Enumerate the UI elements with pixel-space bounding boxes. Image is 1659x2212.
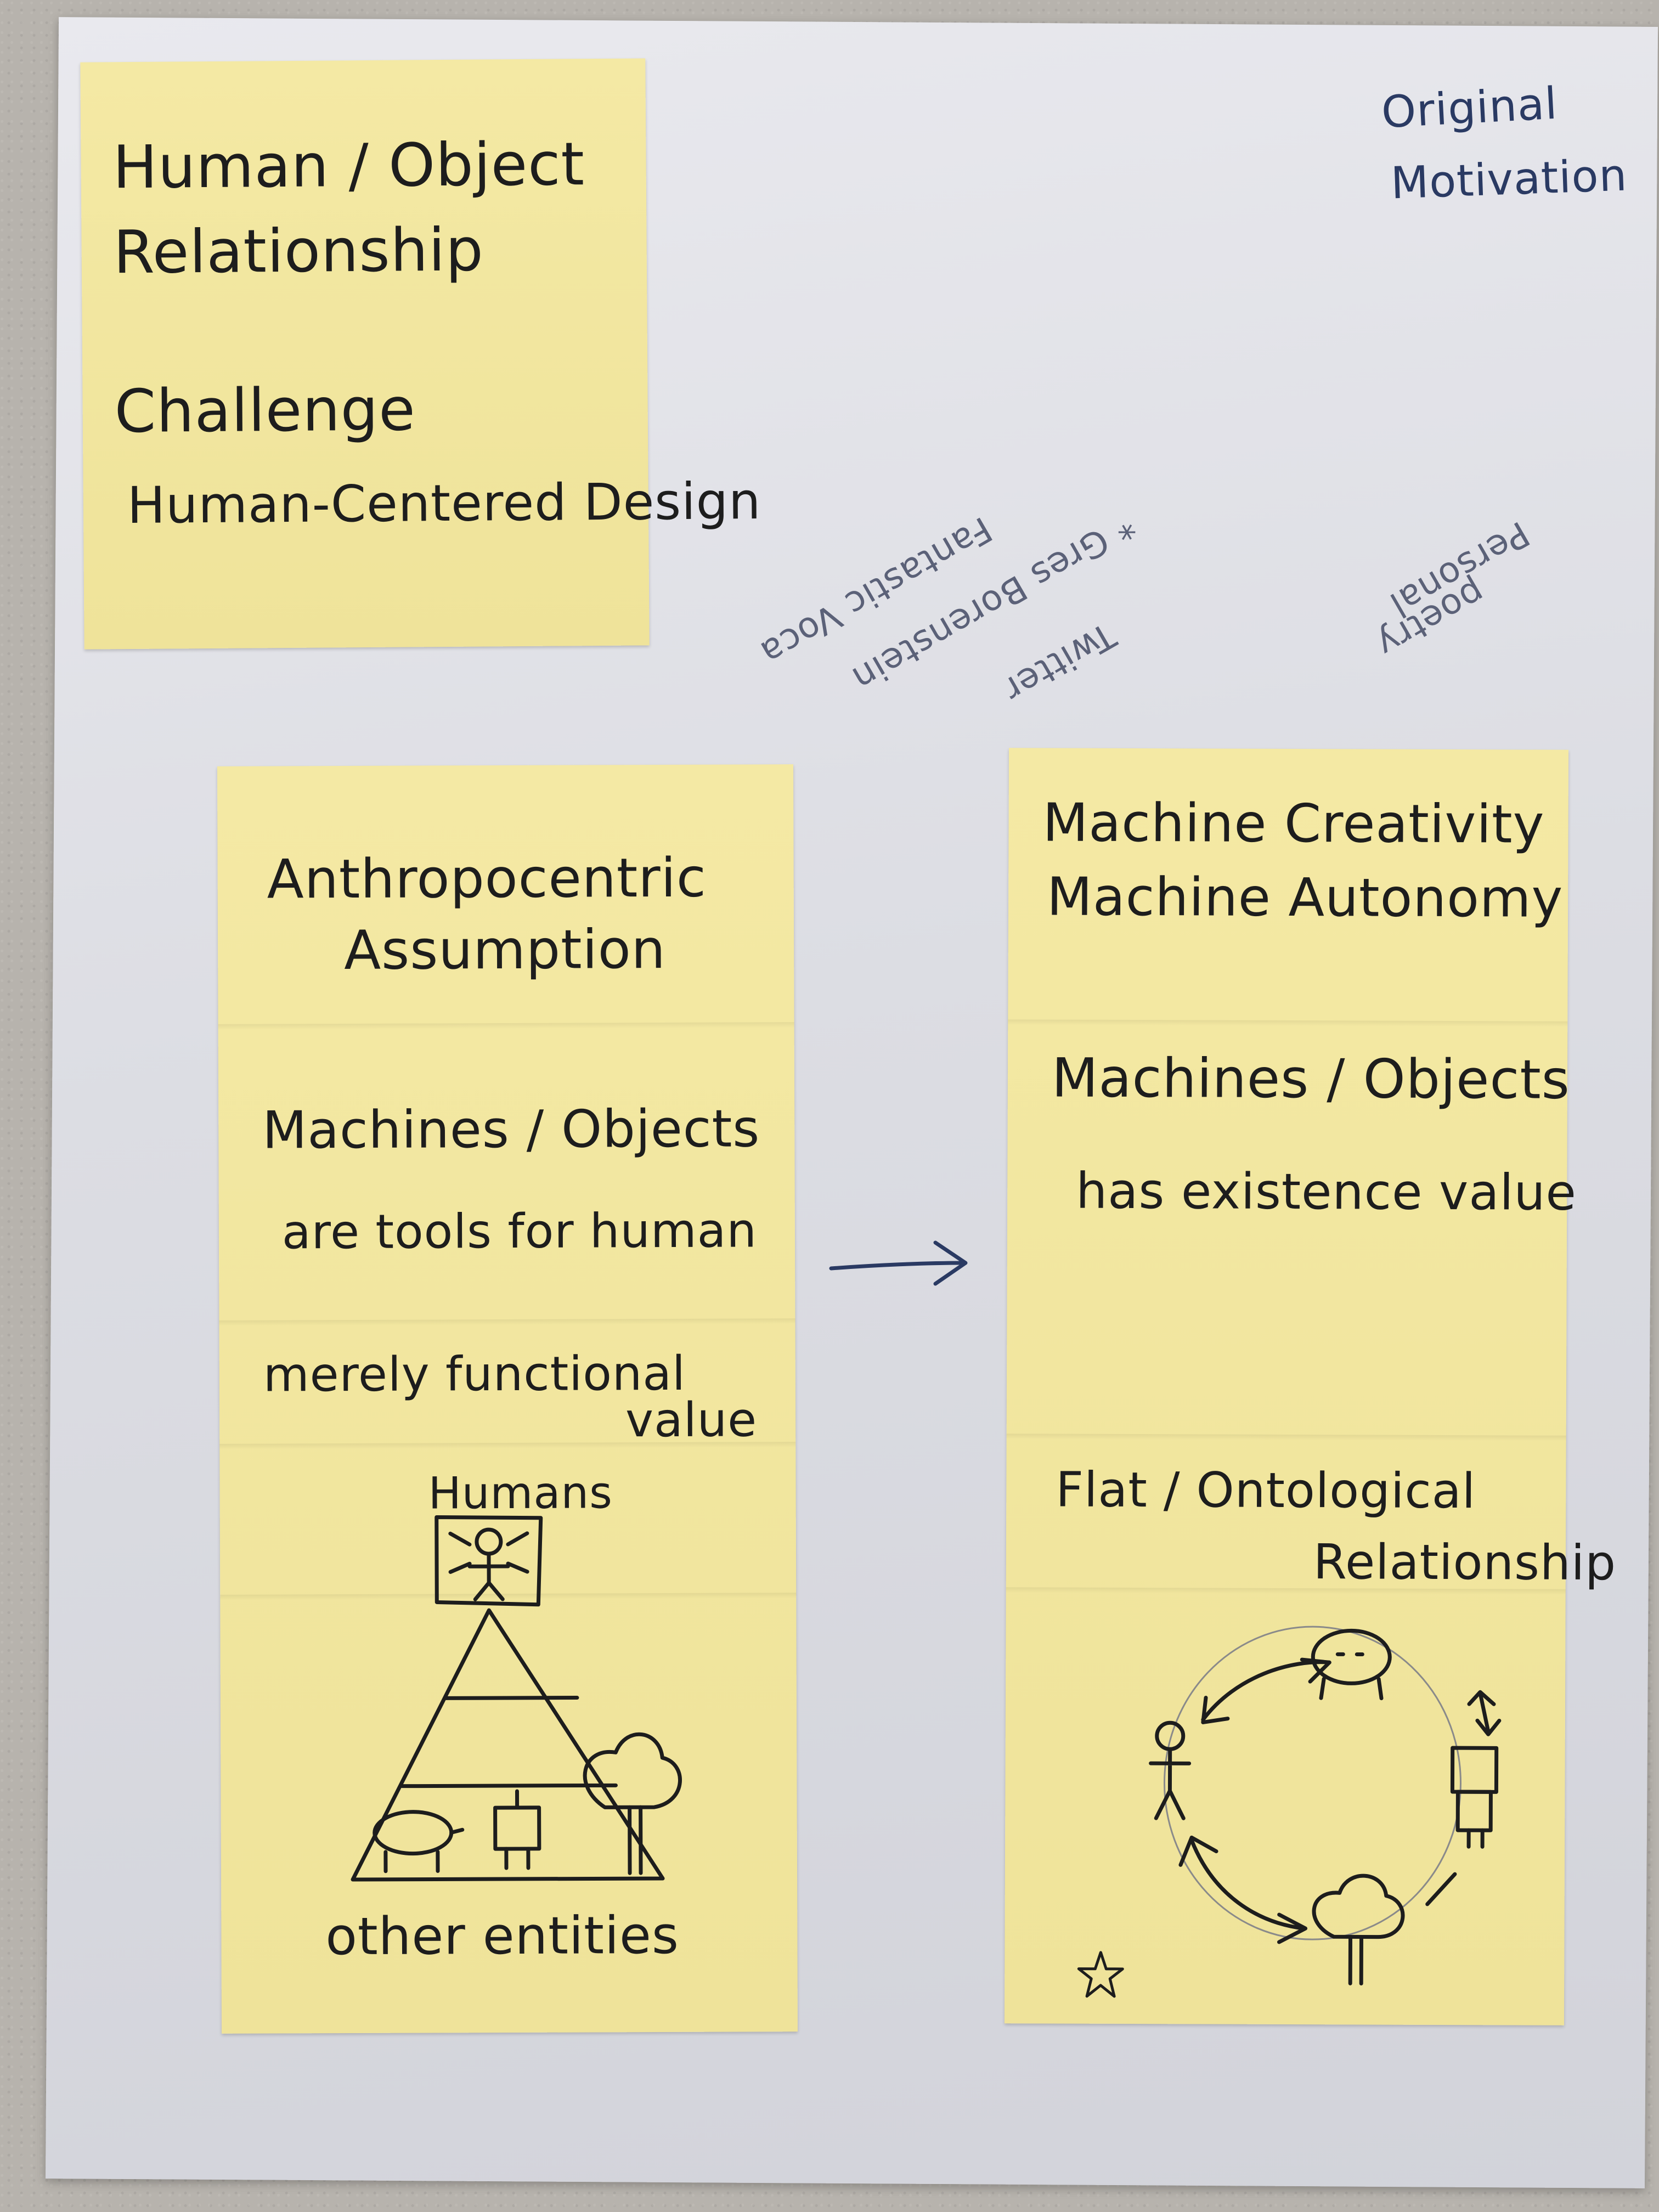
- note-heading-line2: Relationship: [113, 216, 484, 287]
- corner-label-line2: Motivation: [1390, 149, 1628, 209]
- hierarchy-pyramid-drawing: [351, 1515, 682, 1882]
- right-note-stack: Machine Creativity Machine Autonomy Mach…: [1004, 748, 1616, 2025]
- note-design-label: Human-Centered Design: [127, 471, 761, 535]
- left-note-stack: Anthropocentric Assumption Machines / Ob…: [217, 764, 798, 2034]
- transition-arrow: [829, 1240, 968, 1286]
- note-heading-line1: Human / Object: [112, 130, 585, 202]
- sticky-note-top: Human / Object Relationship Challenge Hu…: [80, 58, 761, 650]
- corner-label-line1: Original: [1380, 77, 1559, 138]
- note-challenge-label: Challenge: [114, 375, 416, 447]
- flat-ontology-cycle-drawing: [1077, 1626, 1502, 1998]
